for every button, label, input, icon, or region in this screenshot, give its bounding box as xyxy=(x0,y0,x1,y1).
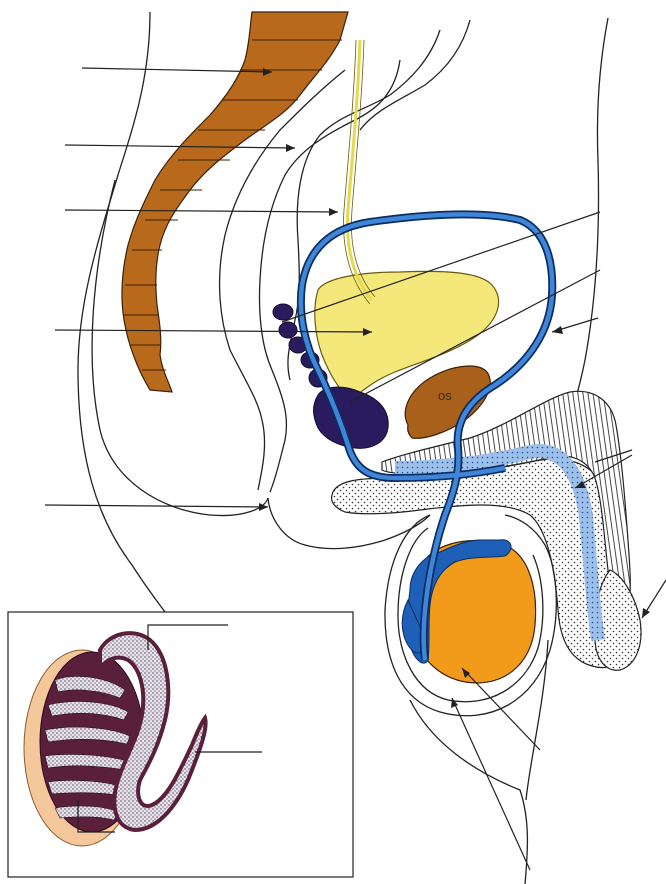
prostate xyxy=(314,387,389,448)
ureter xyxy=(347,40,372,300)
peritoneum-line-2 xyxy=(360,20,470,130)
front-outline xyxy=(570,18,608,420)
bone-label: os xyxy=(438,388,452,403)
thigh-outline xyxy=(410,700,527,884)
gluteal-outline xyxy=(92,180,268,516)
